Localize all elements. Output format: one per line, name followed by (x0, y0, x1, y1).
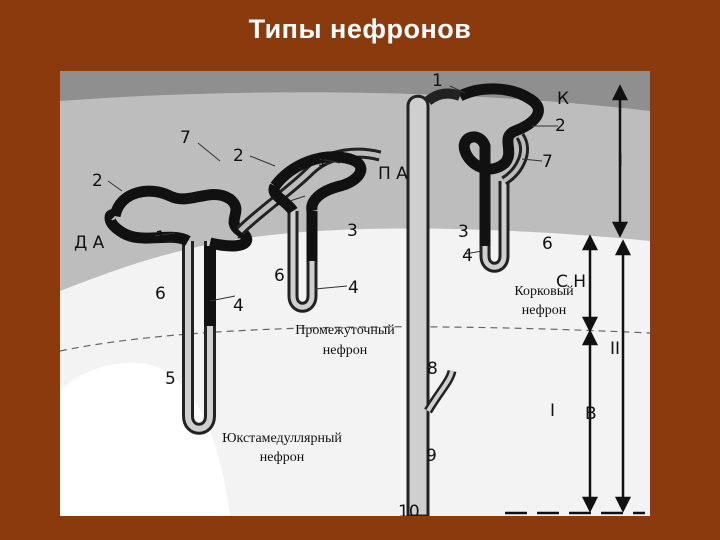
label-6-left: 6 (155, 284, 166, 304)
label-2-mid: 2 (233, 146, 244, 166)
zone-label-roman-1-bottom: I (550, 401, 555, 421)
label-4-right: 4 (462, 246, 473, 266)
caption-juxtamedullary-line1: Юкстамедуллярный (222, 431, 342, 446)
caption-juxtamedullary-line2: нефрон (260, 450, 305, 465)
label-7-left: 7 (180, 128, 191, 148)
label-3-mid: 3 (347, 221, 358, 241)
label-4-left: 4 (233, 296, 244, 316)
label-2-right: 2 (555, 116, 566, 136)
label-pa: П А (378, 164, 408, 184)
collecting-duct (408, 96, 428, 516)
label-7-mid: 7 (273, 191, 284, 211)
label-9: 9 (426, 446, 437, 466)
caption-intermediate-line1: Промежуточный (295, 323, 395, 338)
label-da: Д А (74, 233, 105, 253)
caption-cortical-line2: нефрон (522, 303, 567, 318)
label-10: 10 (398, 502, 420, 516)
label-4-mid: 4 (348, 278, 359, 298)
nephron-diagram-svg: 1 2 7 3 4 6 7 2 1 7 3 2 1 3 6 4 6 4 5 8 … (60, 71, 650, 516)
label-3-left: 3 (236, 234, 247, 254)
label-5: 5 (165, 369, 176, 389)
caption-intermediate-line2: нефрон (323, 343, 368, 358)
slide-title: Типы нефронов (0, 14, 720, 45)
caption-cortical-line1: Корковый (514, 284, 574, 299)
label-7-right: 7 (542, 152, 553, 172)
label-2-left: 2 (92, 171, 103, 191)
zone-label-k: К (557, 89, 569, 109)
label-1-top: 1 (432, 71, 443, 91)
label-3-right: 3 (458, 222, 469, 242)
label-6-right: 6 (542, 234, 553, 254)
label-1-mid: 1 (317, 151, 328, 171)
zone-label-roman-2: II (610, 339, 620, 359)
label-8: 8 (427, 359, 438, 379)
zone-label-v: В (585, 404, 597, 424)
nephron-diagram: 1 2 7 3 4 6 7 2 1 7 3 2 1 3 6 4 6 4 5 8 … (60, 71, 650, 516)
zone-label-roman-1-top: I (618, 151, 623, 171)
label-1-left: 1 (155, 228, 166, 248)
label-6-mid: 6 (274, 266, 285, 286)
